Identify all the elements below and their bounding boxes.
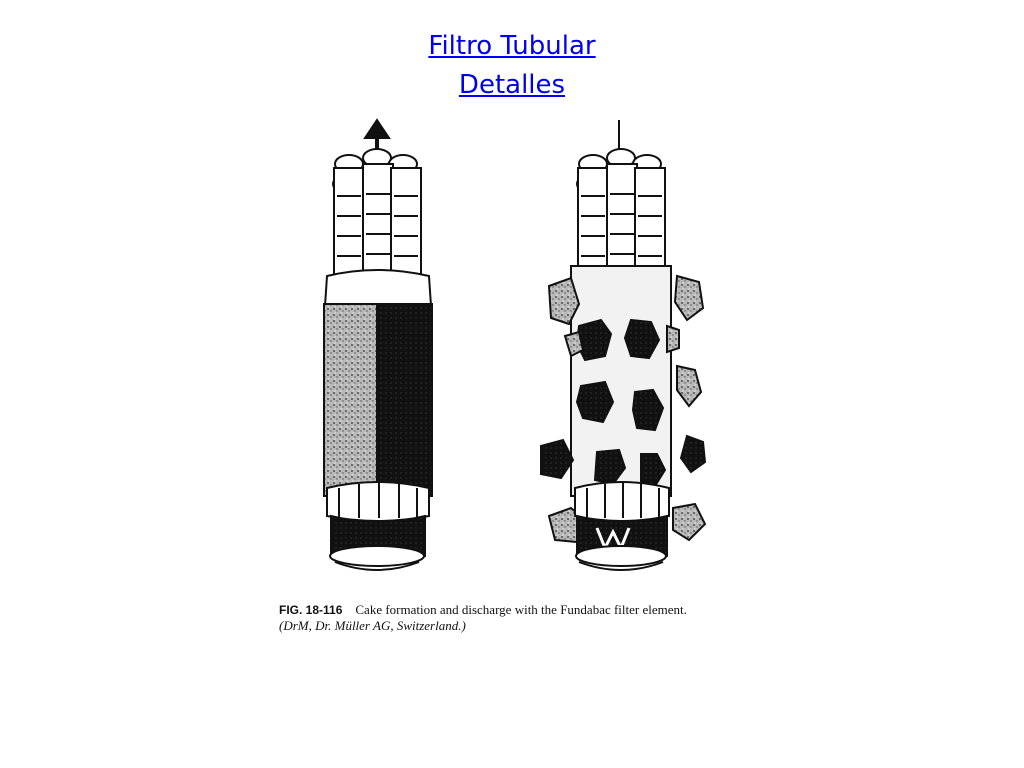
caption-text: Cake formation and discharge with the Fu… [355,602,687,617]
fundabac-filter-illustration [323,118,707,571]
title-link-filtro-tubular[interactable]: Filtro Tubular [428,31,596,61]
figure-number: FIG. 18-116 [279,603,343,617]
slide-title: Filtro Tubular Detalles [0,28,1024,106]
title-link-detalles[interactable]: Detalles [458,70,566,100]
right-filter-element [540,120,707,571]
figure-caption: FIG. 18-116 Cake formation and discharge… [279,602,755,634]
figure: FIG. 18-116 Cake formation and discharge… [279,116,755,646]
caption-credit: (DrM, Dr. Müller AG, Switzerland.) [279,618,466,633]
left-filter-element [323,118,433,571]
